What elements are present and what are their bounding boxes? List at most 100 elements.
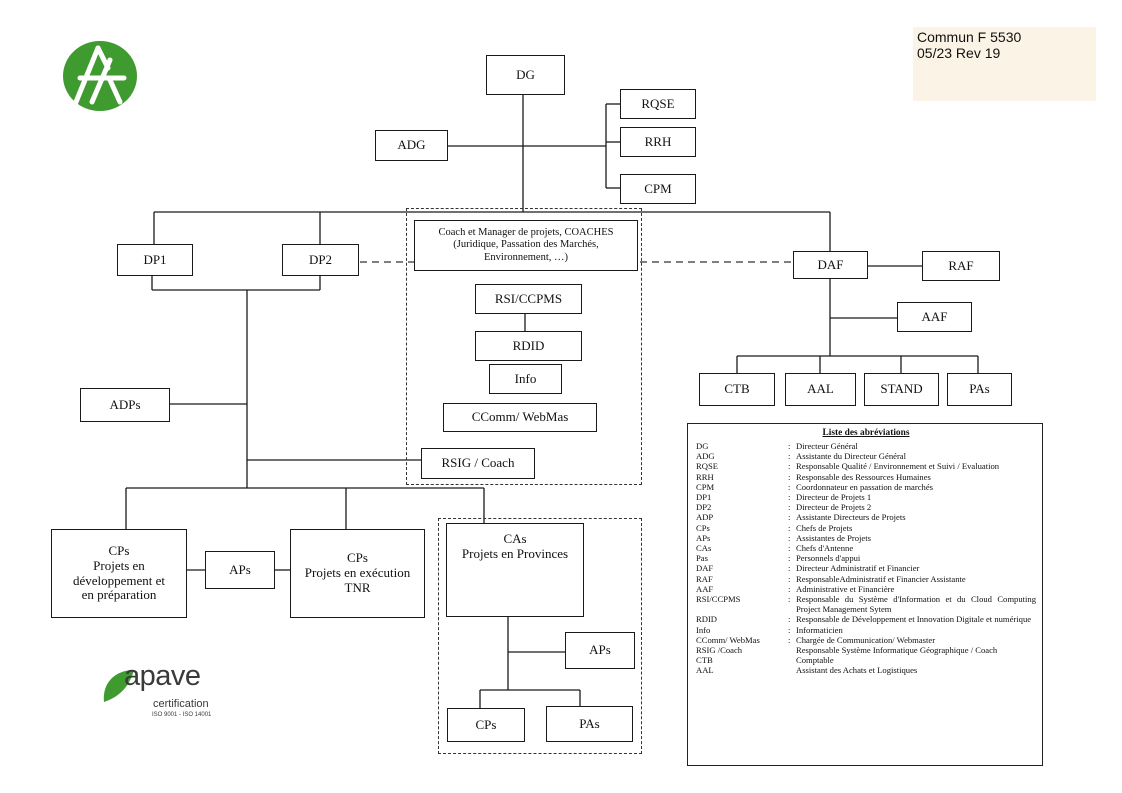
abbreviation-row: ADP: Assistante Directeurs de Projets (696, 512, 1036, 522)
box-aps-mid: APs (205, 551, 275, 589)
cps-exec-line-3: TNR (344, 579, 371, 595)
box-pas: PAs (947, 373, 1012, 406)
abbreviation-separator: : (788, 624, 791, 635)
cas-line-2: Projets en Provinces (461, 545, 569, 561)
abbreviation-code: CPM (696, 481, 715, 492)
document-reference: Commun F 5530 05/23 Rev 19 (913, 27, 1096, 101)
apave-leaf-icon (103, 670, 134, 702)
abbreviation-definition: ResponsableAdministratif et Financier As… (796, 573, 966, 584)
abbreviation-separator: : (788, 492, 791, 503)
abbreviation-code: DP2 (696, 502, 712, 513)
abbreviation-row: AAF:Administrative et Financière (696, 584, 1036, 594)
box-cps-provinces: CPs (447, 708, 525, 742)
abbreviations-panel: Liste des abréviations DG:Directeur Géné… (687, 423, 1043, 766)
box-raf: RAF (922, 251, 1000, 281)
abbreviation-code: RSIG /Coach (696, 645, 743, 656)
abbreviation-code: RSI/CCPMS (696, 594, 741, 605)
abbreviation-code: ADG (696, 451, 715, 462)
box-aaf: AAF (897, 302, 972, 332)
abbreviation-definition: Directeur Administratif et Financier (796, 563, 920, 574)
abbreviation-definition: Directeur de Projets 1 (796, 492, 872, 503)
coach-line-3: Environnement, …) (484, 251, 568, 263)
abbreviation-definition: Assistant des Achats et Logistiques (796, 665, 918, 676)
abbreviation-code: CTB (696, 655, 713, 666)
abbreviation-code: ADP (696, 512, 714, 523)
abbreviation-definition: Responsable des Ressources Humaines (796, 471, 931, 482)
abbreviation-row: CPM: Coordonnateur en passation de marché… (696, 482, 1036, 492)
abbreviation-code: CAs (696, 543, 712, 554)
abbreviation-code: AAF (696, 583, 714, 594)
abbreviation-row: CAs: Chefs d'Antenne (696, 543, 1036, 553)
box-coach: Coach et Manager de projets, COACHES (Ju… (414, 220, 638, 271)
abbreviation-definition: Directeur de Projets 2 (796, 502, 872, 513)
abbreviation-definition: Assistante Directeurs de Projets (796, 512, 906, 523)
company-logo-icon (63, 41, 137, 111)
abbreviation-separator: : (788, 471, 791, 482)
abbreviation-separator: : (788, 502, 791, 513)
box-dp2: DP2 (282, 244, 359, 276)
abbreviation-row: AAL Assistant des Achats et Logistiques (696, 665, 1036, 675)
abbreviation-separator: : (788, 532, 791, 543)
abbreviation-separator: : (788, 583, 791, 594)
abbreviation-row: RDID:Responsable de Développement et Inn… (696, 614, 1036, 624)
abbreviation-code: CComm/ WebMas (696, 634, 760, 645)
cps-dev-line-2: Projets en (93, 557, 145, 573)
provinces-group-frame (438, 518, 642, 754)
box-dp1: DP1 (117, 244, 193, 276)
abbreviation-definition: Personnels d'appui (796, 553, 861, 564)
abbreviation-separator: : (788, 563, 791, 574)
abbreviation-code: Info (696, 624, 711, 635)
box-cps-development: CPs Projets en développement et en prépa… (51, 529, 187, 618)
certification-sub: certification (153, 698, 209, 710)
company-logo (62, 40, 138, 112)
abbreviation-definition: Responsable Qualité / Environnement et S… (796, 461, 1000, 472)
abbreviation-code: DP1 (696, 492, 712, 503)
abbreviation-separator: : (788, 614, 791, 625)
certification-iso: ISO 9001 - ISO 14001 (152, 712, 212, 718)
abbreviation-definition: Chefs de Projets (796, 522, 853, 533)
abbreviation-separator: : (788, 543, 791, 554)
abbreviation-definition: Chefs d'Antenne (796, 543, 854, 554)
certification-logo: apave certification ISO 9001 - ISO 14001 (100, 660, 230, 724)
abbreviation-row: DP1: Directeur de Projets 1 (696, 492, 1036, 502)
abbreviation-separator: : (788, 451, 791, 462)
box-stand: STAND (864, 373, 939, 406)
abbreviation-code: AAL (696, 665, 714, 676)
abbreviation-definition: Informaticien (796, 624, 843, 635)
abbreviation-separator: : (788, 522, 791, 533)
abbreviation-row: RSI/CCPMS:Responsable du Système d'Infor… (696, 594, 1036, 614)
box-pas-provinces: PAs (546, 706, 633, 742)
abbreviation-row: Info: Informaticien (696, 625, 1036, 635)
abbreviation-definition: Assistantes de Projets (796, 532, 871, 543)
abbreviation-definition: Comptable (796, 655, 834, 666)
abbreviation-definition: Directeur Général (796, 441, 858, 451)
box-rsi-ccpms: RSI/CCPMS (475, 284, 582, 314)
abbreviation-separator: : (788, 634, 791, 645)
certification-brand: apave (124, 660, 201, 692)
abbreviation-row: APs:Assistantes de Projets (696, 533, 1036, 543)
abbreviation-row: ADG: Assistante du Directeur Général (696, 451, 1036, 461)
box-adps: ADPs (80, 388, 170, 422)
abbreviation-definition: Assistante du Directeur Général (796, 451, 907, 462)
cps-dev-line-3: développement et (72, 572, 166, 588)
abbreviations-title: Liste des abréviations (822, 428, 910, 438)
abbreviation-definition: Coordonnateur en passation de marchés (796, 481, 933, 492)
coach-group-frame (406, 208, 642, 485)
document-date-rev: 05/23 Rev 19 (917, 45, 1001, 62)
abbreviation-separator (788, 645, 796, 655)
abbreviation-row: RAF:ResponsableAdministratif et Financie… (696, 574, 1036, 584)
abbreviation-row: CComm/ WebMas:Chargée de Communication/ … (696, 635, 1036, 645)
abbreviation-row: DG:Directeur Général (696, 441, 1036, 451)
abbreviation-code: RDID (696, 614, 718, 625)
abbreviation-code: Pas (696, 553, 708, 564)
box-cps-execution: CPs Projets en exécution TNR (290, 529, 425, 618)
abbreviation-code: CPs (696, 522, 710, 533)
abbreviation-separator: : (788, 481, 791, 492)
abbreviation-row: CPs: Chefs de Projets (696, 523, 1036, 533)
abbreviation-separator: : (788, 512, 791, 523)
document-code: Commun F 5530 (917, 29, 1022, 45)
cps-exec-line-2: Projets en exécution (304, 565, 411, 581)
abbreviation-row: DP2: Directeur de Projets 2 (696, 502, 1036, 512)
